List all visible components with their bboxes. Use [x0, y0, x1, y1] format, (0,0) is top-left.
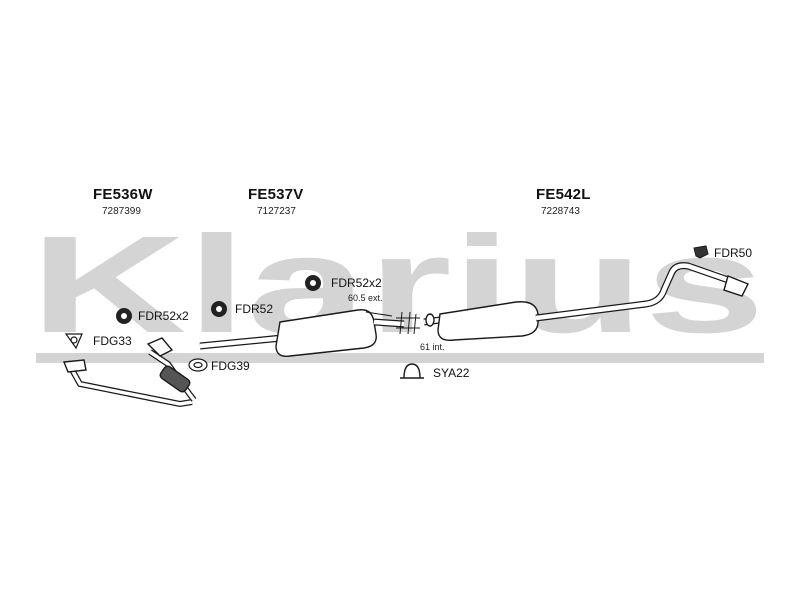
accessory-label-fdr52: FDR52 — [235, 302, 274, 316]
accessory-label-fdg39: FDG39 — [211, 359, 250, 373]
gasket-icon-fdg33 — [64, 333, 83, 350]
rubber-mount-icon-mid — [305, 275, 321, 291]
part-code-rear-silencer: FE542L — [536, 186, 591, 203]
accessory-label-fdr52x2-front: FDR52x2 — [138, 309, 189, 323]
gasket-icon-fdg39 — [188, 358, 208, 372]
part-number-middle-silencer: 7127237 — [257, 206, 296, 217]
accessory-label-fdr50: FDR50 — [714, 246, 753, 260]
part-code-front-pipe: FE536W — [93, 186, 153, 203]
hanger-icon-fdr50 — [693, 245, 709, 259]
joint-clamps — [396, 311, 420, 335]
middle-silencer — [199, 309, 405, 357]
klarius-watermark: Klarius — [30, 208, 765, 362]
dimension-label-int: 61 int. — [420, 342, 445, 352]
part-number-front-pipe: 7287399 — [102, 206, 141, 217]
rubber-mount-icon-fdr52 — [211, 301, 227, 317]
part-code-middle-silencer: FE537V — [248, 186, 304, 203]
clamp-icon-sya22 — [400, 363, 424, 379]
dimension-label-ext: 60.5 ext. — [348, 293, 383, 303]
rubber-mount-icon-front — [116, 308, 132, 324]
accessory-label-fdg33: FDG33 — [93, 334, 132, 348]
watermark-underline — [36, 353, 764, 363]
accessory-label-sya22: SYA22 — [433, 366, 470, 380]
rear-silencer — [423, 262, 749, 341]
accessory-label-fdr52x2-mid: FDR52x2 — [331, 276, 382, 290]
part-number-rear-silencer: 7228743 — [541, 206, 580, 217]
front-pipe — [63, 337, 197, 408]
